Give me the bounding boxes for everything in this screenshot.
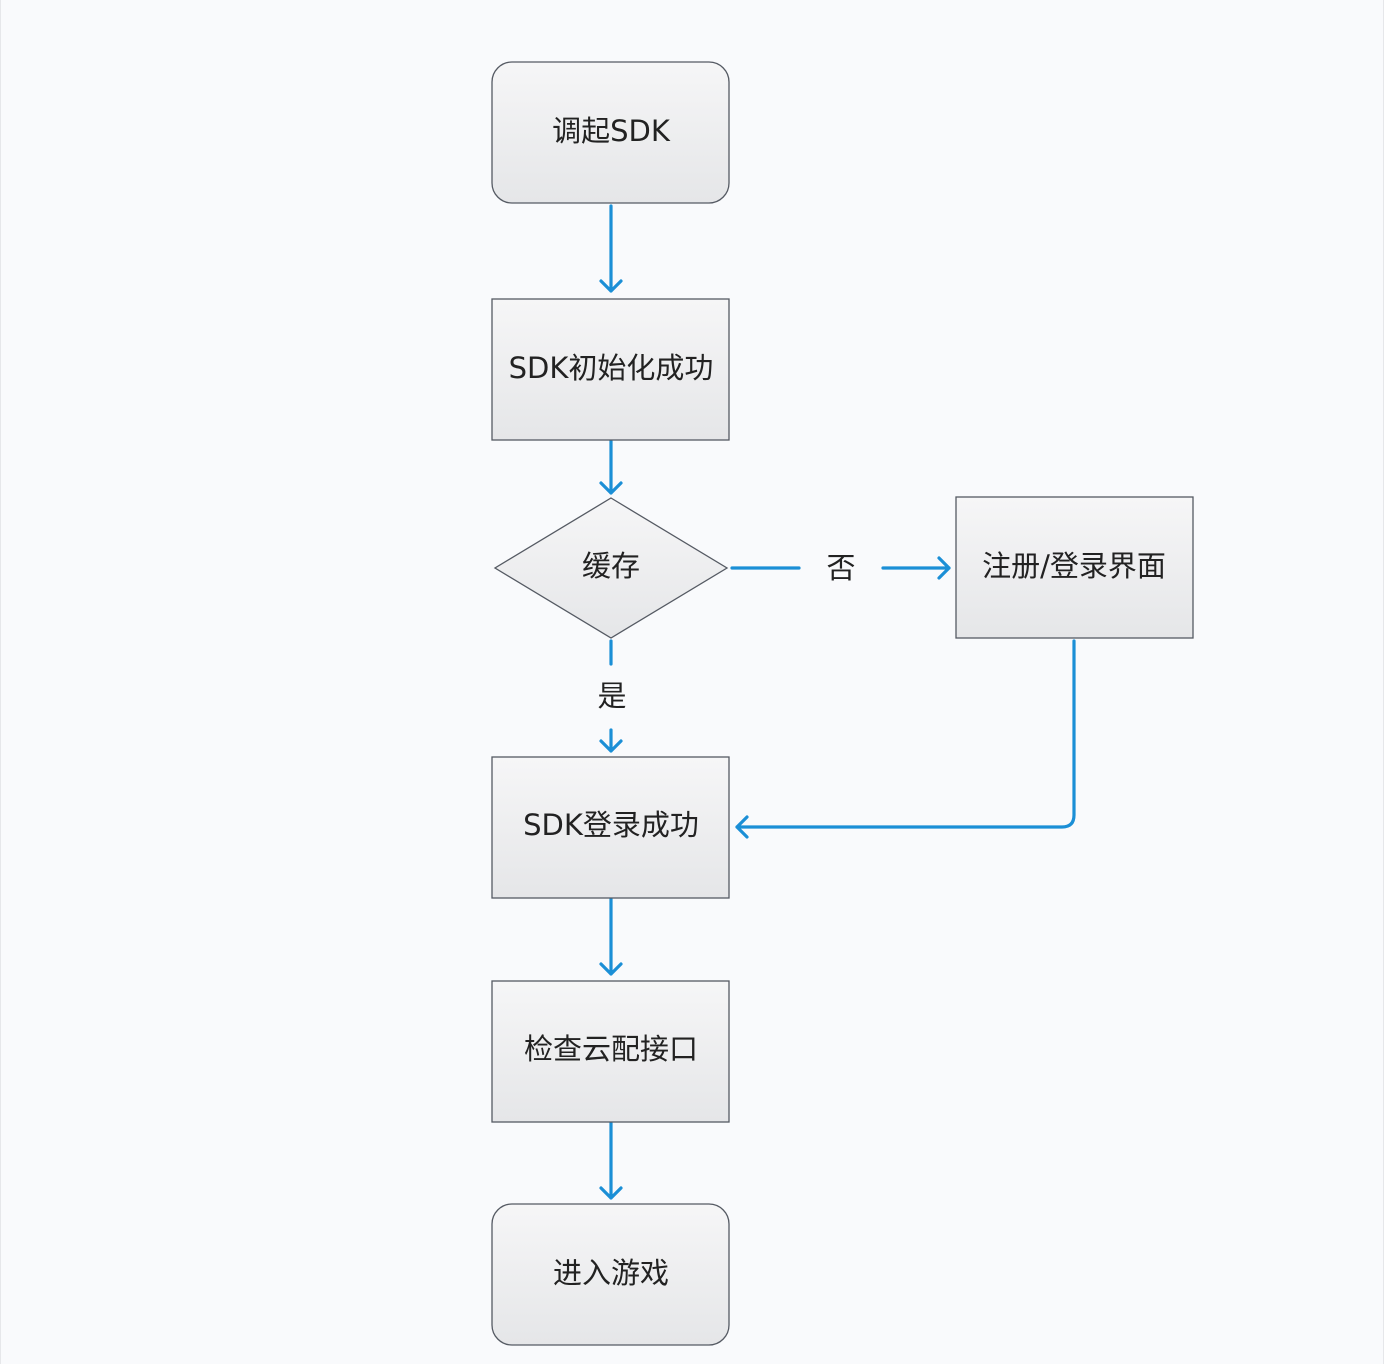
arrow-cache-to-login-part2 xyxy=(599,728,623,753)
node-register: 注册/登录界面 xyxy=(955,496,1194,639)
arrow-init-to-cache xyxy=(599,439,623,495)
node-end-label: 进入游戏 xyxy=(553,1256,669,1290)
node-cache-decision: 缓存 xyxy=(493,497,729,639)
node-check-label: 检查云配接口 xyxy=(524,1032,698,1066)
node-start: 调起SDK xyxy=(491,61,730,204)
node-init: SDK初始化成功 xyxy=(491,298,730,441)
node-login: SDK登录成功 xyxy=(491,756,730,899)
node-end: 进入游戏 xyxy=(491,1203,730,1346)
node-start-label: 调起SDK xyxy=(552,114,671,148)
arrow-check-to-end xyxy=(599,1121,623,1200)
edge-label-no: 否 xyxy=(826,551,855,585)
node-register-label: 注册/登录界面 xyxy=(982,549,1166,583)
arrow-cache-to-register-part2 xyxy=(881,556,951,580)
node-check: 检查云配接口 xyxy=(491,980,730,1123)
node-cache-label: 缓存 xyxy=(582,549,640,583)
arrow-register-to-login xyxy=(735,639,1076,839)
edge-label-yes: 是 xyxy=(597,679,626,713)
arrow-start-to-init xyxy=(599,204,623,293)
node-init-label: SDK初始化成功 xyxy=(509,351,714,385)
connectors xyxy=(599,204,1076,1200)
node-login-label: SDK登录成功 xyxy=(523,808,699,842)
arrow-login-to-check xyxy=(599,897,623,976)
